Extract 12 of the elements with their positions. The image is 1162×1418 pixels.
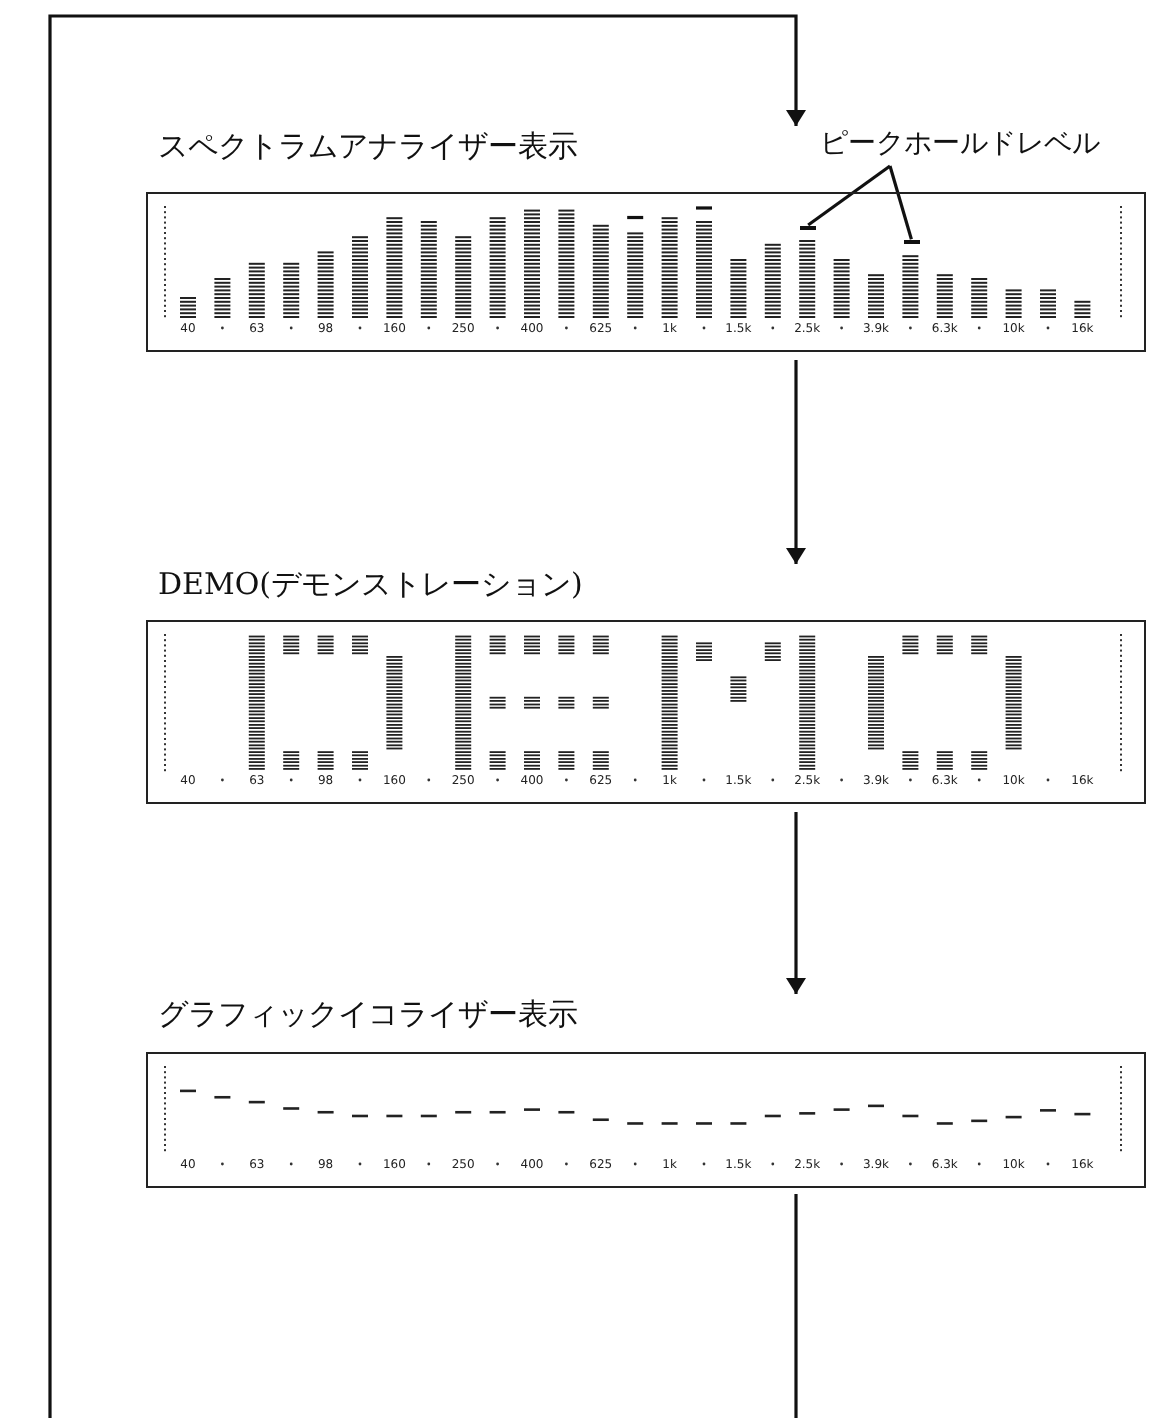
panel-title: グラフィックイコライザー表示	[158, 996, 578, 1032]
peak-hold-mark	[800, 225, 817, 229]
connector-line	[794, 1194, 798, 1418]
leader-line	[807, 164, 891, 227]
leader-line	[888, 165, 913, 240]
peak-hold-mark	[903, 239, 920, 244]
callout-label: ピークホールドレベル	[820, 128, 1100, 162]
panel-title: スペクトラムアナライザー表示	[158, 128, 578, 164]
arrow	[786, 812, 806, 994]
arrow	[786, 360, 806, 564]
loop-arrow	[48, 14, 806, 1418]
panel-title: DEMO(デモンストレーション)	[158, 566, 583, 602]
